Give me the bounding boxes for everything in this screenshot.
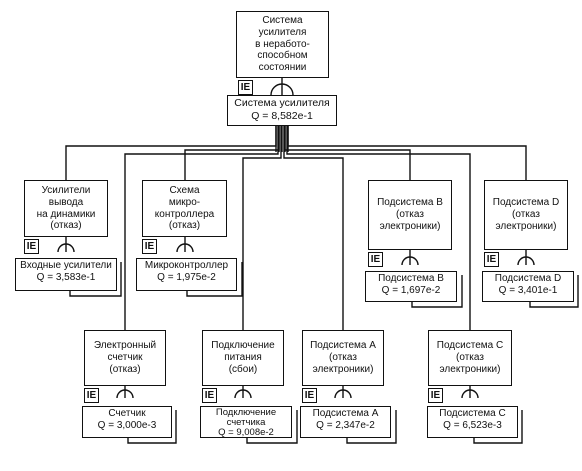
gate-probability: Q = 1,975e-2 — [157, 272, 216, 283]
event-description: Подсистема D (отказ электроники) — [492, 197, 560, 232]
top-event-box[interactable]: Система усилителя в неработо- способном … — [236, 11, 329, 78]
gate-box-counter[interactable]: Счетчик Q = 3,000e-3 — [82, 406, 172, 438]
event-description: Электронный счетчик (отказ) — [93, 340, 157, 375]
gate-probability: Q = 3,000e-3 — [97, 420, 157, 431]
event-box-speaker-amplifiers[interactable]: Усилители вывода на динамики (отказ) — [24, 180, 108, 237]
gate-box-subsystem-d[interactable]: Подсистема D Q = 3,401e-1 — [482, 271, 574, 302]
event-description: Подсистема A (отказ электроники) — [310, 340, 376, 375]
top-gate-probability: Q = 8,582e-1 — [251, 109, 313, 122]
gate-box-subsystem-b[interactable]: Подсистема B Q = 1,697e-2 — [365, 271, 457, 302]
event-description: Усилители вывода на динамики (отказ) — [36, 184, 96, 232]
event-box-subsystem-b[interactable]: Подсистема B (отказ электроники) — [368, 180, 452, 250]
ie-badge: IE — [302, 388, 317, 403]
gate-box-subsystem-a[interactable]: Подсистема A Q = 2,347e-2 — [300, 406, 391, 438]
gate-probability: Q = 6,523e-3 — [443, 420, 502, 431]
event-box-power-connection[interactable]: Подключение питания (сбои) — [202, 330, 284, 386]
ie-badge: IE — [142, 239, 157, 254]
ie-badge: IE — [24, 239, 39, 254]
gate-label: Подсистема A — [312, 408, 379, 419]
ie-badge: IE — [84, 388, 99, 403]
event-box-microcontroller-circuit[interactable]: Схема микро- контроллера (отказ) — [142, 180, 227, 237]
gate-box-subsystem-c[interactable]: Подсистема C Q = 6,523e-3 — [427, 406, 518, 438]
ie-badge: IE — [202, 388, 217, 403]
gate-probability: Q = 3,401e-1 — [498, 285, 558, 296]
event-description: Подключение питания (сбои) — [211, 340, 275, 375]
gate-probability: Q = 3,583e-1 — [36, 272, 96, 283]
event-box-subsystem-d[interactable]: Подсистема D (отказ электроники) — [484, 180, 568, 250]
gate-probability: Q = 1,697e-2 — [381, 285, 441, 296]
event-box-subsystem-a[interactable]: Подсистема A (отказ электроники) — [302, 330, 384, 386]
event-box-subsystem-c[interactable]: Подсистема C (отказ электроники) — [428, 330, 512, 386]
gate-box-microcontroller[interactable]: Микроконтроллер Q = 1,975e-2 — [136, 258, 237, 291]
event-description: Схема микро- контроллера (отказ) — [154, 184, 215, 232]
top-gate-label: Система усилителя — [234, 97, 330, 109]
gate-label: Подсистема C — [439, 408, 506, 419]
ie-badge: IE — [238, 80, 253, 95]
ie-badge: IE — [428, 388, 443, 403]
top-gate-box[interactable]: Система усилителя Q = 8,582e-1 — [227, 95, 337, 126]
gate-probability: Q = 9,008e-2 — [218, 426, 274, 438]
event-description: Подсистема B (отказ электроники) — [377, 197, 443, 232]
gate-box-counter-connection[interactable]: Подключение счетчика Q = 9,008e-2 — [200, 406, 292, 438]
gate-label: Входные усилители — [20, 260, 112, 271]
event-description: Подсистема C (отказ электроники) — [436, 340, 504, 375]
gate-label: Микроконтроллер — [144, 260, 229, 271]
gate-probability: Q = 2,347e-2 — [316, 420, 375, 431]
event-box-electronic-counter[interactable]: Электронный счетчик (отказ) — [84, 330, 166, 386]
gate-label: Подсистема B — [378, 273, 444, 284]
ie-badge: IE — [368, 252, 383, 267]
ie-badge: IE — [484, 252, 499, 267]
gate-label: Счетчик — [108, 408, 146, 419]
gate-label: Подсистема D — [494, 273, 562, 284]
gate-box-input-amplifiers[interactable]: Входные усилители Q = 3,583e-1 — [15, 258, 117, 291]
top-event-description: Система усилителя в неработо- способном … — [255, 15, 310, 74]
gate-label: Подключение счетчика — [215, 407, 277, 428]
